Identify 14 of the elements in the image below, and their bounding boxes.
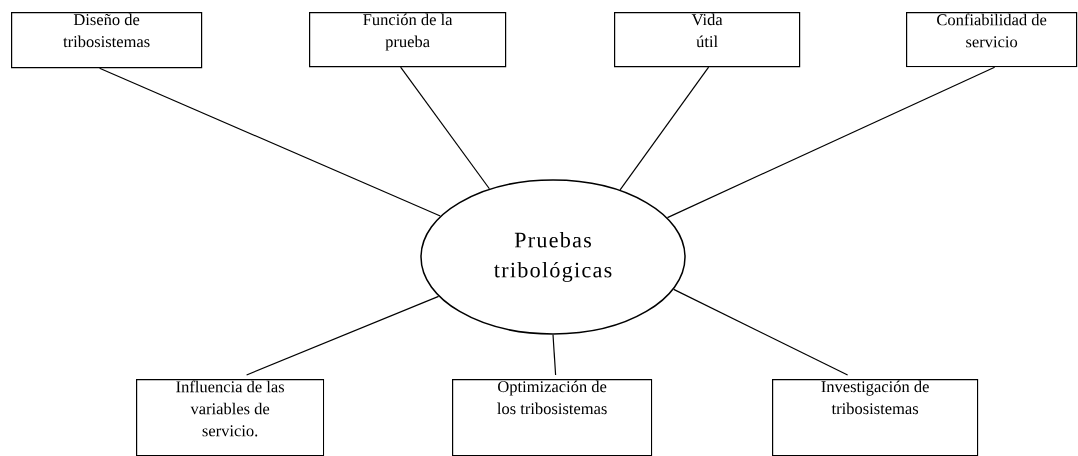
connector-line (673, 288, 849, 376)
connector-line (400, 66, 490, 190)
text-box: Diseño de tribosistemas (11, 12, 203, 69)
text-box: Función de la prueba (309, 12, 507, 68)
connector-line (99, 67, 441, 217)
text-box: Investigación de tribosistemas (772, 379, 979, 456)
connector-line (246, 295, 440, 376)
connector-line (552, 334, 557, 376)
connector-line (666, 66, 996, 219)
connector-line (619, 66, 710, 191)
text-box: Confiabilidad de servicio (906, 12, 1078, 68)
text-box: Vida útil (614, 12, 801, 68)
text-box: Optimización de los tribosistemas (452, 379, 653, 456)
text-box: Influencia de las variables de servicio. (136, 379, 325, 456)
